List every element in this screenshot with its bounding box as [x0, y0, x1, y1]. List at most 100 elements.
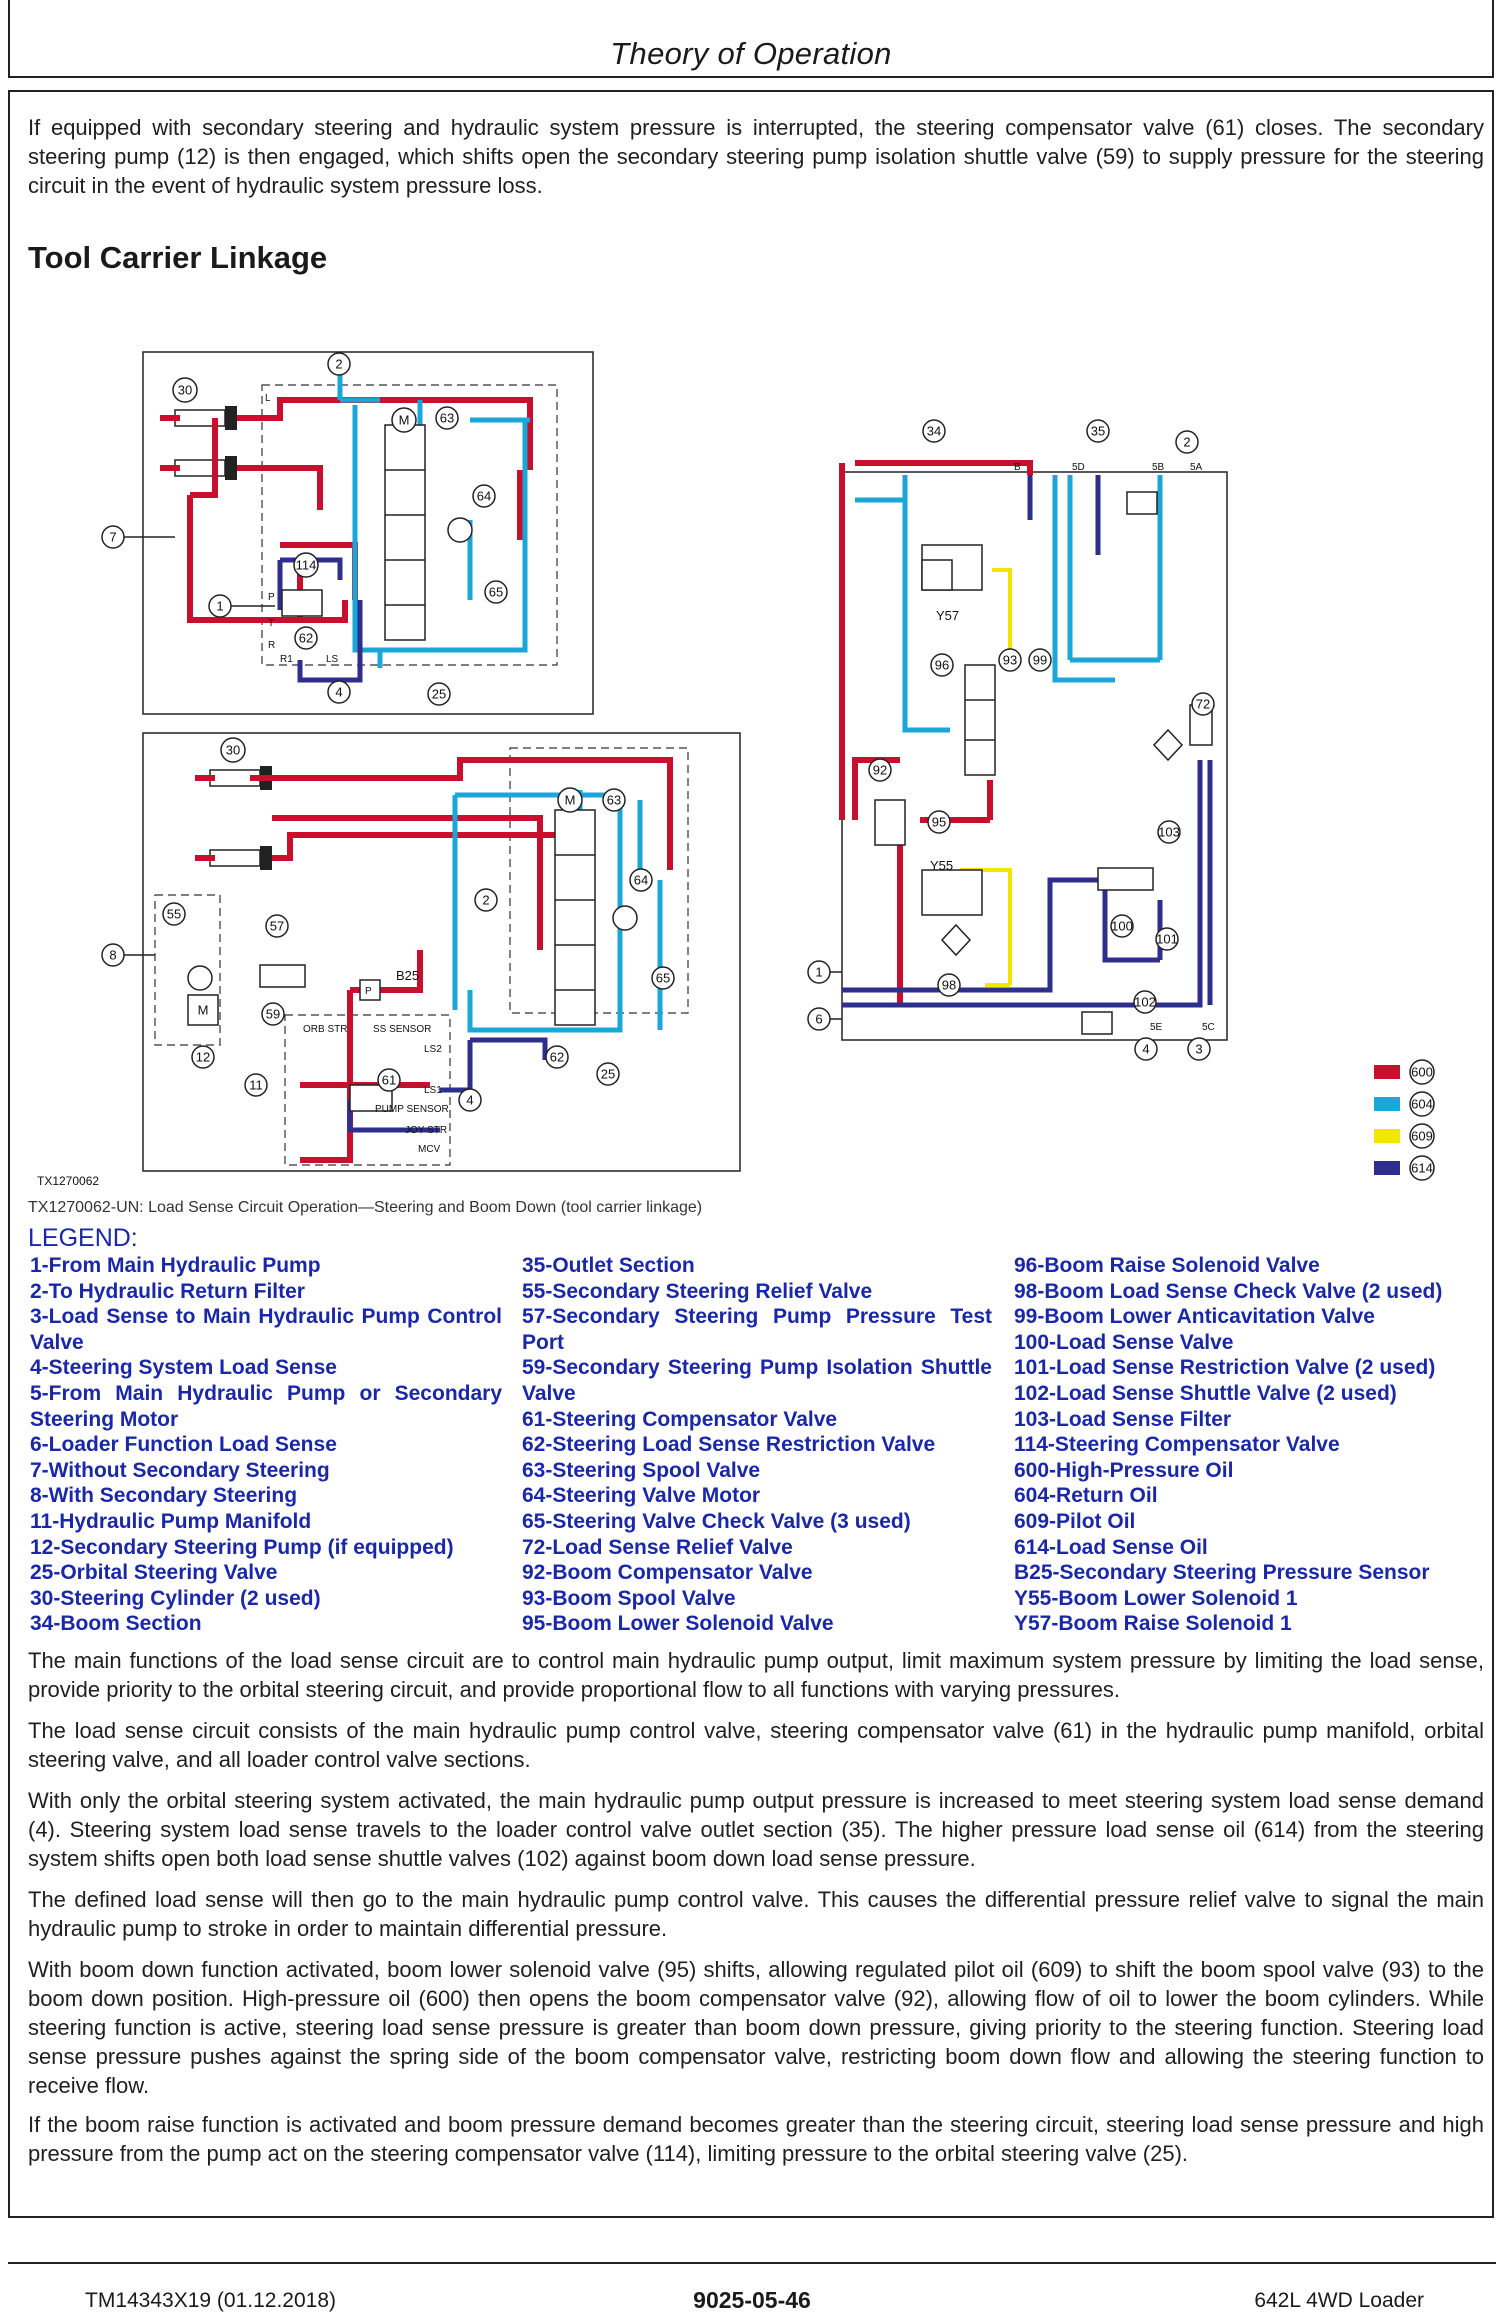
- body-paragraph: The main functions of the load sense cir…: [28, 1648, 1484, 1702]
- legend-item: 2-To Hydraulic Return Filter: [30, 1279, 305, 1303]
- legend-item: 101-Load Sense Restriction Valve (2 used…: [1014, 1356, 1436, 1380]
- svg-text:102: 102: [1134, 995, 1156, 1010]
- body-paragraph: With only the orbital steering system ac…: [28, 1788, 1484, 1871]
- legend-item: 12-Secondary Steering Pump (if equipped): [30, 1535, 454, 1559]
- svg-text:4: 4: [1142, 1042, 1149, 1057]
- svg-text:M: M: [399, 413, 410, 428]
- svg-text:4: 4: [466, 1093, 473, 1108]
- svg-text:57: 57: [270, 919, 284, 934]
- svg-text:2: 2: [482, 893, 489, 908]
- legend-item: 25-Orbital Steering Valve: [30, 1561, 278, 1585]
- svg-text:5C: 5C: [1202, 1022, 1215, 1033]
- svg-text:3: 3: [1195, 1042, 1202, 1057]
- svg-text:4: 4: [335, 685, 342, 700]
- legend-item: 35-Outlet Section: [522, 1254, 695, 1277]
- svg-text:11: 11: [249, 1078, 263, 1093]
- footer-rule: [8, 2262, 1496, 2264]
- figure-caption: TX1270062-UN: Load Sense Circuit Operati…: [28, 1199, 703, 1216]
- svg-text:30: 30: [226, 743, 240, 758]
- legend-column-3: 96-Boom Raise Solenoid Valve 98-Boom Loa…: [1014, 1253, 1484, 1637]
- svg-text:R: R: [268, 640, 275, 651]
- body-paragraph: If the boom raise function is activated …: [28, 2112, 1484, 2166]
- svg-text:72: 72: [1196, 697, 1210, 712]
- svg-text:T: T: [268, 618, 274, 629]
- svg-text:59: 59: [266, 1007, 280, 1022]
- legend-item: 99-Boom Lower Anticavitation Valve: [1014, 1305, 1375, 1329]
- legend-item: B25-Secondary Steering Pressure Sensor: [1014, 1561, 1430, 1585]
- legend-item: 100-Load Sense Valve: [1014, 1330, 1234, 1354]
- diagram-with-secondary-steering: M M 30 63 64 65 2 8 55 57 59 12 11 61 62…: [37, 732, 741, 1188]
- svg-text:25: 25: [601, 1067, 615, 1082]
- page-title: Theory of Operation: [610, 36, 892, 71]
- svg-text:M: M: [565, 793, 576, 808]
- svg-text:B: B: [1014, 462, 1021, 473]
- legend-item: 65-Steering Valve Check Valve (3 used): [522, 1509, 911, 1533]
- legend-item: 604-Return Oil: [1014, 1484, 1158, 1508]
- diagram-without-secondary-steering: M 30 2 63 64 65 7 114 1 62 4 25 L P T R …: [101, 351, 594, 715]
- svg-text:63: 63: [607, 793, 621, 808]
- legend-column-2: 35-Outlet Section 55-Secondary Steering …: [522, 1253, 992, 1637]
- legend-item: 609-Pilot Oil: [1014, 1509, 1136, 1533]
- legend-item: 103-Load Sense Filter: [1014, 1407, 1232, 1431]
- svg-text:2: 2: [1183, 435, 1190, 450]
- svg-text:98: 98: [942, 978, 956, 993]
- svg-text:LS: LS: [326, 654, 339, 665]
- legend-item: 614-Load Sense Oil: [1014, 1535, 1208, 1559]
- svg-text:R1: R1: [280, 654, 293, 665]
- svg-text:103: 103: [1158, 825, 1180, 840]
- body-paragraph: With boom down function activated, boom …: [28, 1957, 1484, 2098]
- svg-text:Y55: Y55: [930, 858, 953, 873]
- legend-title: LEGEND:: [28, 1224, 138, 1252]
- intro-paragraph: If equipped with secondary steering and …: [28, 115, 1484, 198]
- svg-text:TX1270062: TX1270062: [37, 1174, 99, 1188]
- svg-text:M: M: [198, 1003, 209, 1018]
- svg-text:34: 34: [927, 424, 941, 439]
- svg-text:65: 65: [489, 585, 503, 600]
- legend-item: 114-Steering Compensator Valve: [1014, 1433, 1340, 1457]
- color-key: 600 604 609 614: [1374, 1059, 1435, 1181]
- header-frame: Theory of Operation: [8, 0, 1494, 78]
- svg-text:1: 1: [815, 965, 822, 980]
- legend-item: Y57-Boom Raise Solenoid 1: [1014, 1612, 1292, 1636]
- svg-text:P: P: [268, 592, 275, 603]
- legend-item: 95-Boom Lower Solenoid Valve: [522, 1612, 834, 1636]
- svg-text:101: 101: [1156, 932, 1178, 947]
- svg-text:7: 7: [109, 530, 116, 545]
- legend-item: 98-Boom Load Sense Check Valve (2 used): [1014, 1279, 1443, 1303]
- svg-text:61: 61: [382, 1073, 396, 1088]
- svg-text:ORB STR: ORB STR: [303, 1024, 347, 1035]
- legend-item: 93-Boom Spool Valve: [522, 1586, 736, 1610]
- body-paragraph: The defined load sense will then go to t…: [28, 1887, 1484, 1941]
- legend-item: 62-Steering Load Sense Restriction Valve: [522, 1433, 936, 1457]
- svg-text:JOY STR: JOY STR: [405, 1125, 447, 1136]
- svg-text:LS1: LS1: [424, 1085, 442, 1096]
- svg-text:62: 62: [299, 631, 313, 646]
- legend-column-1: 1-From Main Hydraulic Pump 2-To Hydrauli…: [30, 1253, 502, 1637]
- svg-text:5B: 5B: [1152, 462, 1165, 473]
- legend-item: 92-Boom Compensator Valve: [522, 1561, 813, 1585]
- svg-text:L: L: [265, 393, 271, 404]
- legend-item: 600-High-Pressure Oil: [1014, 1458, 1234, 1482]
- svg-text:5E: 5E: [1150, 1022, 1163, 1033]
- svg-text:2: 2: [335, 357, 342, 372]
- svg-text:62: 62: [550, 1050, 564, 1065]
- legend-item: 8-With Secondary Steering: [30, 1484, 298, 1508]
- section-heading: Tool Carrier Linkage: [28, 240, 328, 275]
- svg-text:1: 1: [216, 599, 223, 614]
- svg-text:35: 35: [1091, 424, 1105, 439]
- svg-text:604: 604: [1411, 1097, 1433, 1112]
- legend-item: 4-Steering System Load Sense: [30, 1356, 337, 1380]
- body-paragraph: The load sense circuit consists of the m…: [28, 1718, 1484, 1772]
- legend-item: 102-Load Sense Shuttle Valve (2 used): [1014, 1381, 1397, 1405]
- legend-item: 61-Steering Compensator Valve: [522, 1407, 838, 1431]
- svg-text:92: 92: [873, 763, 887, 778]
- legend-item: 55-Secondary Steering Relief Valve: [522, 1279, 873, 1303]
- footer-doc-id: TM14343X19 (01.12.2018): [85, 2289, 337, 2312]
- svg-text:MCV: MCV: [418, 1144, 441, 1155]
- legend-item: 64-Steering Valve Motor: [522, 1484, 761, 1508]
- svg-text:25: 25: [432, 687, 446, 702]
- svg-text:64: 64: [477, 489, 491, 504]
- svg-text:30: 30: [178, 383, 192, 398]
- svg-text:614: 614: [1411, 1161, 1433, 1176]
- svg-text:55: 55: [167, 907, 181, 922]
